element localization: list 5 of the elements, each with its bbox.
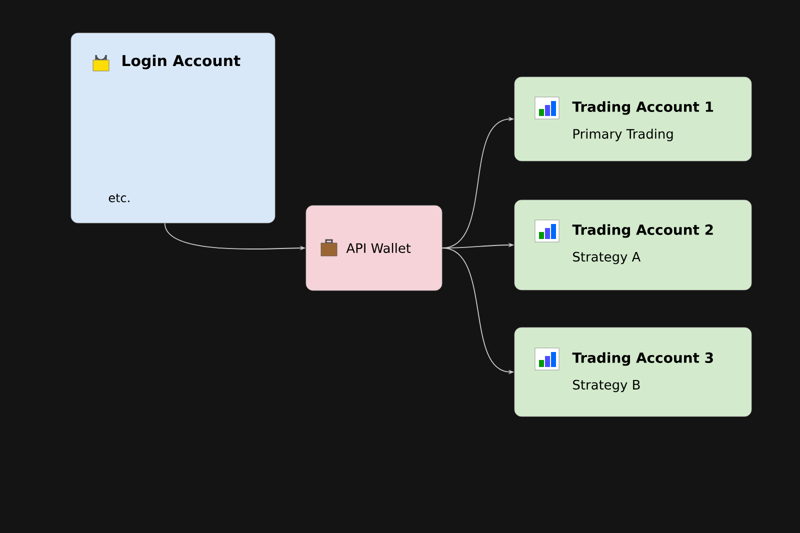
account-card: Trading Account 1 Primary Trading bbox=[514, 76, 752, 162]
account-card: Trading Account 2 Strategy A bbox=[514, 200, 752, 290]
account-card: Login Account etc. bbox=[70, 32, 276, 224]
wallet-card: API Wallet bbox=[306, 205, 442, 291]
account-card: Trading Account 3 Strategy B bbox=[514, 327, 752, 417]
